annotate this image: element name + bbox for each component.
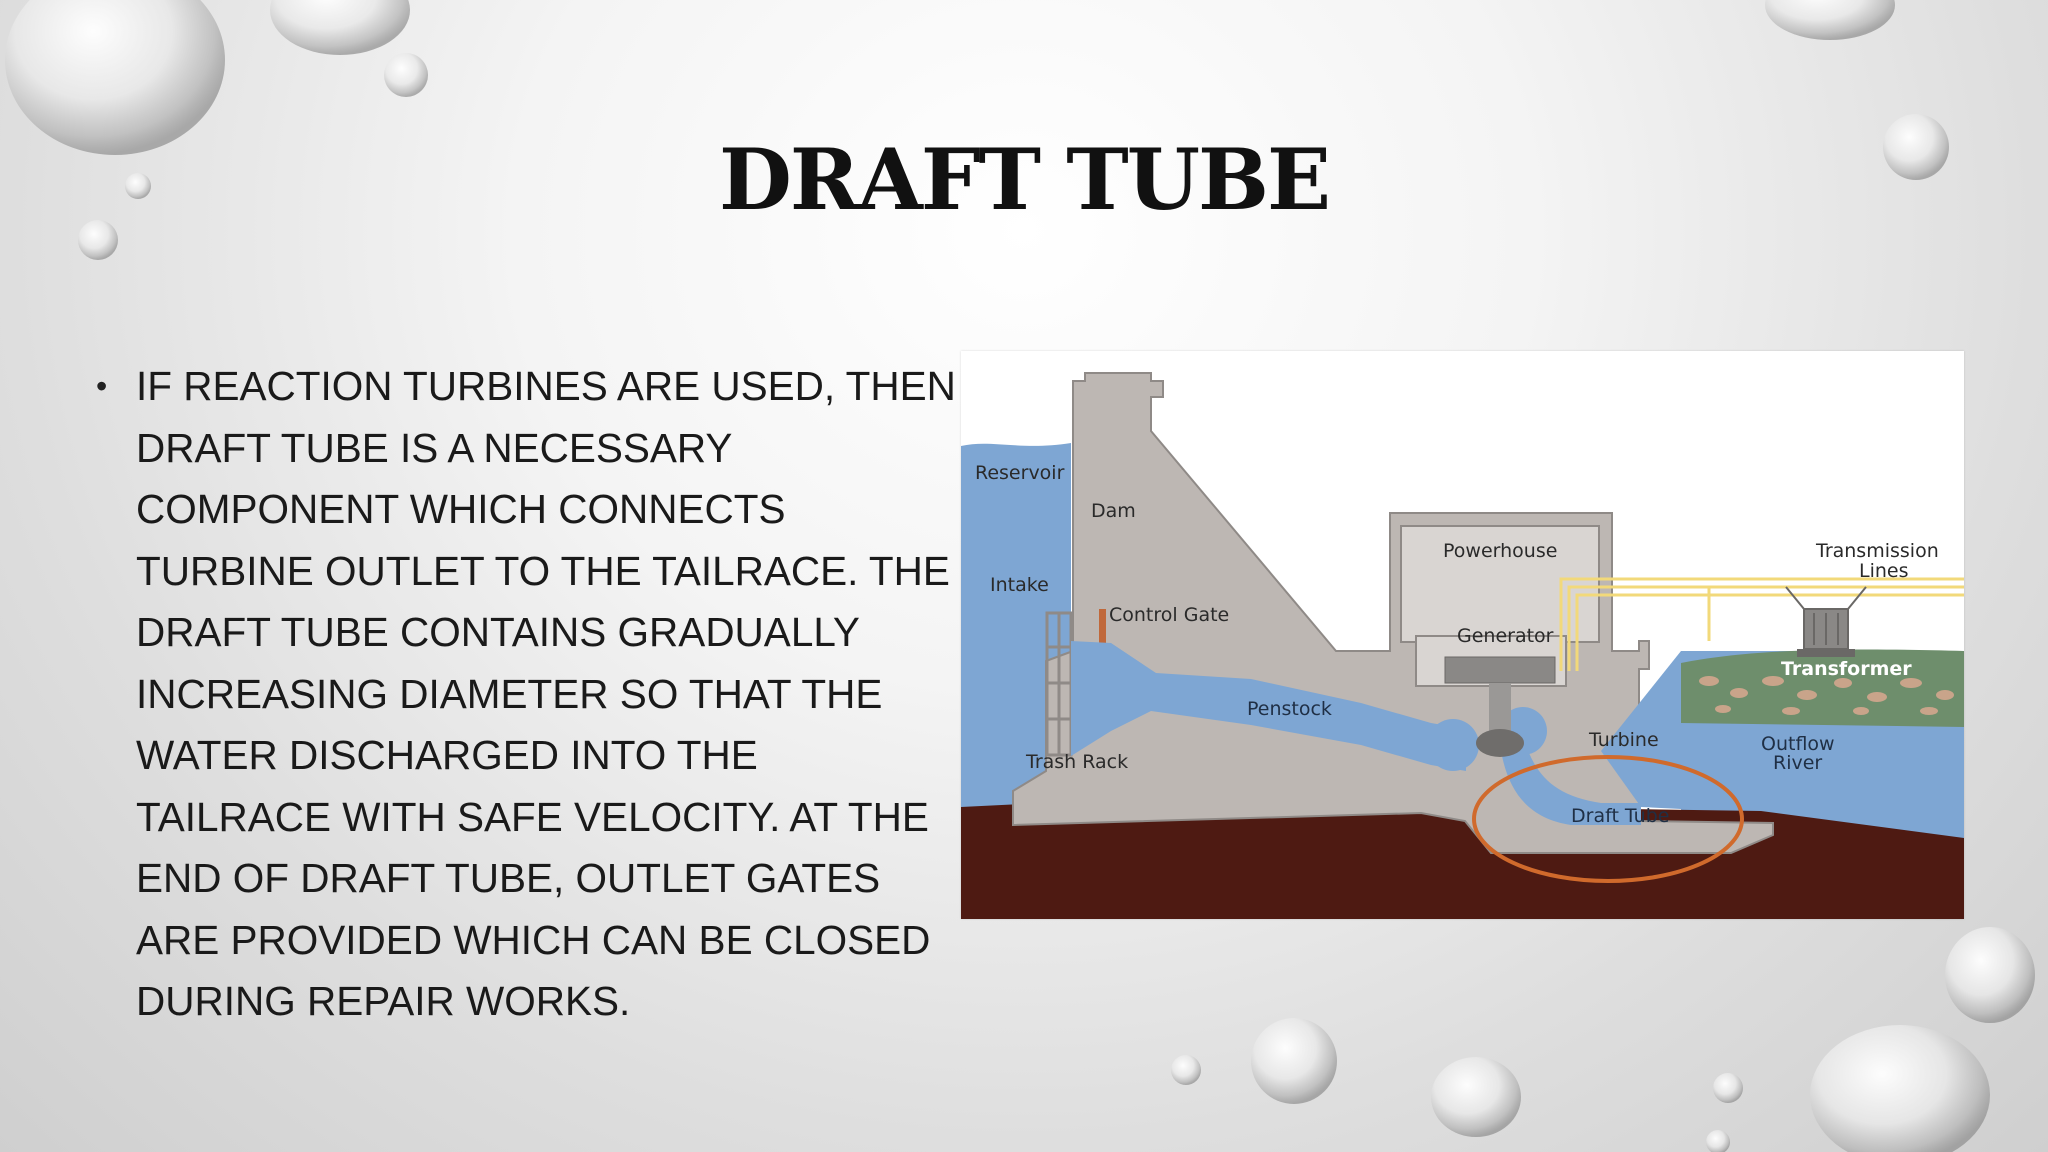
label-trash-rack: Trash Rack [1025, 751, 1128, 773]
turbine-spiral-left [1427, 719, 1479, 771]
hydropower-diagram-svg: Reservoir Dam Intake Control Gate Powerh… [961, 372, 1964, 919]
label-control-gate: Control Gate [1109, 604, 1229, 626]
bullet-text: If reaction turbines are used, then draf… [136, 363, 956, 1024]
label-penstock: Penstock [1247, 698, 1332, 720]
turbine-runner [1476, 729, 1524, 757]
label-draft-tube: Draft Tube [1571, 805, 1669, 827]
riverbank-stones [1699, 676, 1954, 715]
powerhouse-room [1400, 525, 1600, 643]
label-intake: Intake [990, 574, 1049, 596]
bullet-list: • If reaction turbines are used, then dr… [96, 356, 956, 1033]
reservoir-water [961, 443, 1071, 807]
generator [1444, 656, 1556, 684]
label-generator: Generator [1457, 625, 1554, 647]
label-transmission-2: Lines [1859, 560, 1909, 582]
droplet-group-bottom [1171, 927, 2035, 1152]
label-transformer: Transformer [1781, 658, 1912, 680]
draft-tube-highlight [1472, 755, 1744, 883]
label-outflow-2: River [1773, 752, 1822, 774]
label-reservoir: Reservoir [975, 462, 1065, 484]
transformer [1785, 586, 1867, 657]
draft-tube-water [1501, 751, 1641, 825]
riverbank [1681, 649, 1964, 727]
label-outflow-1: Outflow [1761, 733, 1835, 755]
label-dam: Dam [1091, 500, 1136, 522]
label-turbine: Turbine [1588, 729, 1659, 751]
dam-concrete [1012, 372, 1774, 854]
slide-title: DRAFT TUBE [719, 130, 1331, 229]
droplet-group-top-left [5, 0, 428, 260]
label-powerhouse: Powerhouse [1443, 540, 1557, 562]
label-transmission-1: Transmission [1815, 540, 1939, 562]
droplet-group-top-right [1765, 0, 1949, 180]
penstock-water [1071, 641, 1466, 771]
generator-shaft [1489, 683, 1511, 743]
hydropower-diagram: Reservoir Dam Intake Control Gate Powerh… [961, 351, 1964, 919]
bullet-marker: • [96, 368, 108, 404]
tailrace-water [1601, 651, 1681, 809]
transmission-lines [1559, 577, 1964, 671]
